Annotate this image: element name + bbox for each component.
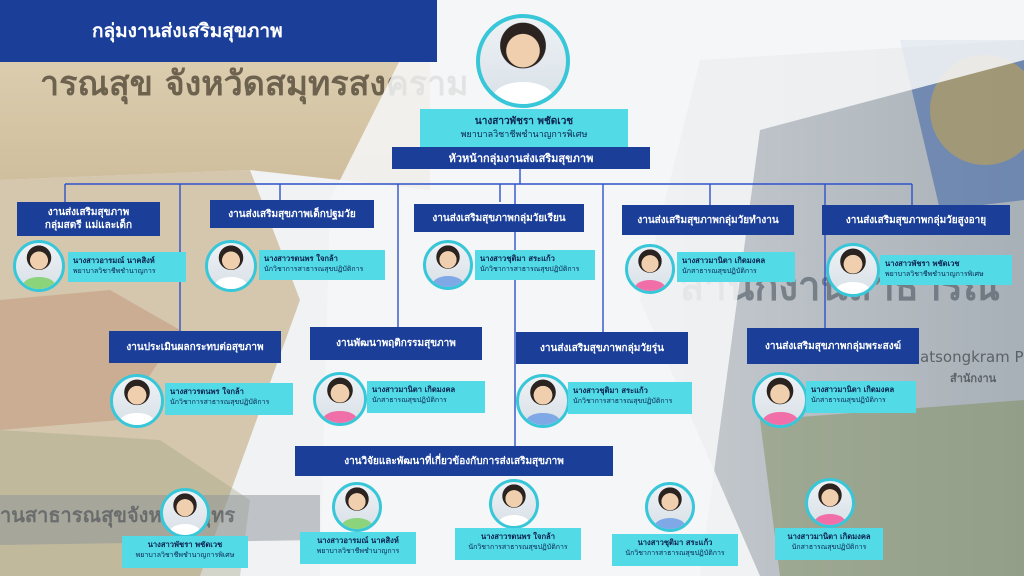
research-member-5-name: นางสาวมานิตา เกิดมงคล — [787, 532, 871, 541]
research-member-5-namebox: นางสาวมานิตา เกิดมงคล นักสาธารณสุขปฏิบัต… — [775, 528, 883, 560]
unit-working-age-photo — [625, 244, 675, 294]
research-member-2-photo — [332, 482, 382, 532]
unit-health-impact-name: นางสาวรตนพร ใจกล้า — [170, 387, 244, 396]
unit-monks-photo — [752, 372, 808, 428]
unit-behavior-photo — [313, 372, 367, 426]
bg-sign-right-small: atsongkram P — [920, 348, 1024, 366]
research-title: งานวิจัยและพัฒนาที่เกี่ยวข้องกับการส่งเส… — [295, 446, 613, 476]
unit-working-age-name: นางสาวมานิตา เกิดมงคล — [682, 256, 766, 265]
unit-behavior-name: นางสาวมานิตา เกิดมงคล — [372, 385, 456, 394]
unit-women-maternal-title: งานส่งเสริมสุขภาพ กลุ่มสตรี แม่และเด็ก — [17, 202, 160, 236]
unit-school-age-photo — [423, 240, 473, 290]
unit-working-age-position: นักสาธารณสุขปฏิบัติการ — [682, 267, 757, 275]
head-name: นางสาวพัชรา พชัดเวช — [474, 115, 574, 127]
unit-monks-position: นักสาธารณสุขปฏิบัติการ — [811, 396, 886, 404]
unit-health-impact-title: งานประเมินผลกระทบต่อสุขภาพ — [109, 331, 281, 363]
unit-women-maternal-namebox: นางสาวอารมณ์ นาคสิงห์ พยาบาลวิชาชีพชำนาญ… — [68, 252, 186, 282]
head-photo — [476, 14, 570, 108]
unit-teen-photo — [516, 374, 570, 428]
unit-school-age-name: นางสาวชุติมา สระแก้ว — [480, 254, 555, 263]
unit-early-childhood-title: งานส่งเสริมสุขภาพเด็กปฐมวัย — [210, 200, 374, 228]
research-member-1-namebox: นางสาวพัชรา พชัดเวช พยาบาลวิชาชีพชำนาญกา… — [122, 536, 248, 568]
research-member-2-namebox: นางสาวอารมณ์ นาคสิงห์ พยาบาลวิชาชีพชำนาญ… — [300, 532, 416, 564]
research-member-5-position: นักสาธารณสุขปฏิบัติการ — [791, 543, 867, 551]
unit-early-childhood-position: นักวิชาการสาธารณสุขปฏิบัติการ — [264, 265, 364, 273]
unit-health-impact-photo — [110, 374, 164, 428]
unit-teen-namebox: นางสาวชุติมา สระแก้ว นักวิชาการสาธารณสุข… — [568, 382, 692, 414]
unit-school-age-position: นักวิชาการสาธารณสุขปฏิบัติการ — [480, 265, 580, 273]
unit-monks-title: งานส่งเสริมสุขภาพกลุ่มพระสงฆ์ — [747, 328, 919, 364]
research-member-5-photo — [805, 478, 855, 528]
research-member-3-namebox: นางสาวรตนพร ใจกล้า นักวิชาการสาธารณสุขปฏ… — [455, 528, 581, 560]
research-member-1-name: นางสาวพัชรา พชัดเวช — [147, 540, 223, 549]
research-member-4-photo — [645, 482, 695, 532]
research-member-3-photo — [489, 479, 539, 529]
head-role-bar: หัวหน้ากลุ่มงานส่งเสริมสุขภาพ — [392, 147, 650, 169]
unit-behavior-title: งานพัฒนาพฤติกรรมสุขภาพ — [310, 327, 482, 360]
unit-health-impact-position: นักวิชาการสาธารณสุขปฏิบัติการ — [170, 398, 270, 406]
unit-elderly-name: นางสาวพัชรา พชัดเวช — [885, 259, 960, 268]
unit-teen-name: นางสาวชุติมา สระแก้ว — [573, 386, 648, 395]
unit-elderly-title: งานส่งเสริมสุขภาพกลุ่มวัยสูงอายุ — [822, 205, 1010, 235]
unit-school-age-title: งานส่งเสริมสุขภาพกลุ่มวัยเรียน — [414, 204, 584, 232]
connector-lines — [64, 168, 913, 446]
unit-monks-namebox: นางสาวมานิตา เกิดมงคล นักสาธารณสุขปฏิบัต… — [806, 381, 916, 413]
unit-elderly-namebox: นางสาวพัชรา พชัดเวช พยาบาลวิชาชีพชำนาญกา… — [880, 255, 1012, 285]
unit-working-age-title: งานส่งเสริมสุขภาพกลุ่มวัยทำงาน — [622, 205, 794, 235]
unit-teen-position: นักวิชาการสาธารณสุขปฏิบัติการ — [573, 397, 673, 405]
unit-teen-title: งานส่งเสริมสุขภาพกลุ่มวัยรุ่น — [516, 332, 688, 364]
unit-behavior-position: นักสาธารณสุขปฏิบัติการ — [372, 396, 447, 404]
unit-working-age-namebox: นางสาวมานิตา เกิดมงคล นักสาธารณสุขปฏิบัต… — [677, 252, 795, 282]
unit-women-maternal-photo — [13, 240, 65, 292]
research-member-1-photo — [160, 488, 210, 538]
unit-early-childhood-photo — [205, 240, 257, 292]
unit-elderly-position: พยาบาลวิชาชีพชำนาญการพิเศษ — [885, 270, 984, 278]
unit-women-maternal-line2: กลุ่มสตรี แม่และเด็ก — [44, 220, 133, 231]
head-info-box: นางสาวพัชรา พชัดเวช พยาบาลวิชาชีพชำนาญกา… — [420, 109, 628, 147]
research-member-2-position: พยาบาลวิชาชีพชำนาญการ — [316, 547, 400, 555]
unit-women-maternal-position: พยาบาลวิชาชีพชำนาญการ — [73, 267, 156, 275]
head-position: พยาบาลวิชาชีพชำนาญการพิเศษ — [460, 129, 588, 140]
research-member-1-position: พยาบาลวิชาชีพชำนาญการพิเศษ — [135, 551, 235, 559]
unit-elderly-photo — [826, 243, 880, 297]
research-member-4-namebox: นางสาวชุติมา สระแก้ว นักวิชาการสาธารณสุข… — [612, 534, 738, 566]
unit-early-childhood-namebox: นางสาวรตนพร ใจกล้า นักวิชาการสาธารณสุขปฏ… — [259, 250, 385, 280]
unit-women-maternal-line1: งานส่งเสริมสุขภาพ — [47, 206, 130, 218]
unit-early-childhood-name: นางสาวรตนพร ใจกล้า — [264, 254, 338, 263]
research-member-3-name: นางสาวรตนพร ใจกล้า — [481, 532, 555, 541]
research-member-2-name: นางสาวอารมณ์ นาคสิงห์ — [317, 536, 399, 545]
research-member-4-name: นางสาวชุติมา สระแก้ว — [637, 538, 713, 547]
research-member-4-position: นักวิชาการสาธารณสุขปฏิบัติการ — [625, 549, 725, 557]
unit-health-impact-namebox: นางสาวรตนพร ใจกล้า นักวิชาการสาธารณสุขปฏ… — [165, 383, 293, 415]
unit-women-maternal-name: นางสาวอารมณ์ นาคสิงห์ — [73, 256, 155, 265]
unit-behavior-namebox: นางสาวมานิตา เกิดมงคล นักสาธารณสุขปฏิบัต… — [367, 381, 485, 413]
unit-school-age-namebox: นางสาวชุติมา สระแก้ว นักวิชาการสาธารณสุข… — [475, 250, 595, 280]
page-title: กลุ่มงานส่งเสริมสุขภาพ — [0, 0, 437, 62]
unit-monks-name: นางสาวมานิตา เกิดมงคล — [811, 385, 895, 394]
bg-sign-right-small2: สำนักงาน — [950, 372, 997, 385]
research-member-3-position: นักวิชาการสาธารณสุขปฏิบัติการ — [468, 543, 568, 551]
